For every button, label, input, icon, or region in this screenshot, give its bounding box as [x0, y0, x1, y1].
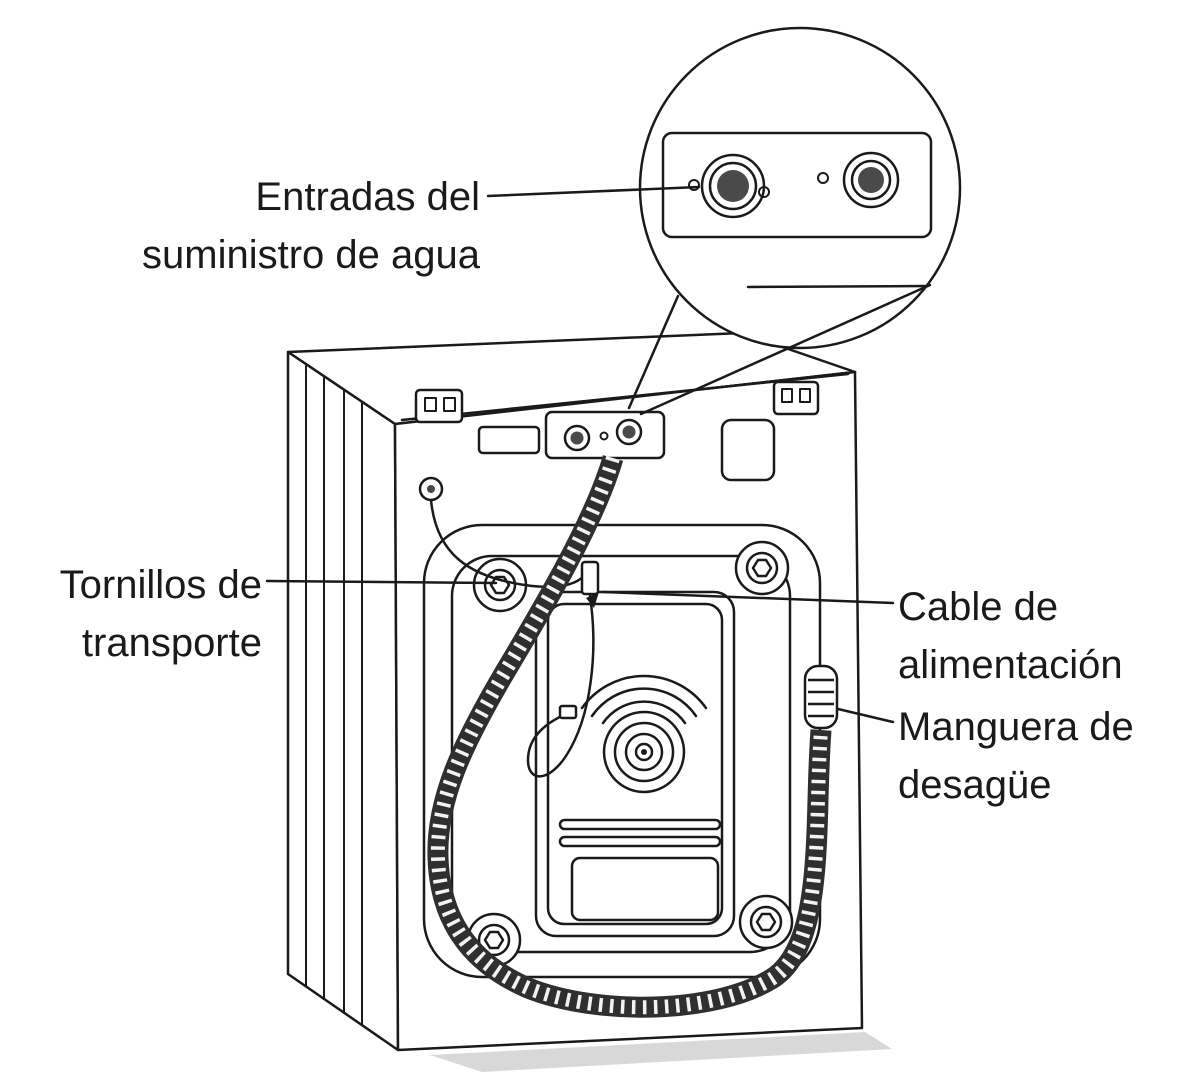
rating-plate	[720, 418, 776, 482]
door-slot-1	[558, 818, 722, 831]
top-edge-detail	[400, 372, 850, 422]
leader-transport-bolts	[265, 579, 498, 585]
label-power-cable-line1: Cable de	[898, 585, 1059, 629]
label-drain-hose: Manguera de desagüe	[898, 698, 1134, 814]
power-cable	[429, 498, 600, 778]
door-hatch	[570, 856, 720, 922]
door-slot-2	[558, 835, 722, 848]
leader-power-cable	[601, 590, 895, 605]
water-inlet-detail	[661, 131, 933, 239]
drum-hub	[602, 710, 686, 794]
cable-plug	[558, 704, 578, 720]
callout-line-left	[627, 294, 680, 410]
drain-hose	[427, 455, 839, 1018]
label-water-inlets-line2: suministro de agua	[142, 233, 480, 277]
floor-shadow	[430, 1032, 892, 1072]
label-drain-hose-line1: Manguera de	[898, 705, 1134, 749]
label-drain-hose-line2: desagüe	[898, 763, 1052, 807]
drain-hose-end	[803, 664, 839, 730]
cable-clip	[586, 592, 599, 608]
callout-line-right	[639, 283, 932, 416]
label-water-inlets: Entradas del suministro de agua	[142, 168, 480, 284]
side-grooves	[305, 365, 363, 1026]
transport-bolt-bottom-right	[738, 894, 794, 950]
cord-grommet	[418, 476, 444, 502]
label-power-cable: Cable de alimentación	[898, 578, 1123, 694]
shipping-bracket-right	[772, 380, 820, 416]
vent-slot	[477, 425, 541, 455]
label-water-inlets-line1: Entradas del	[255, 175, 480, 219]
label-transport-bolts-line1: Tornillos de	[59, 563, 262, 607]
label-transport-bolts-line2: transporte	[81, 621, 262, 665]
leader-lines	[265, 185, 895, 724]
wave-arcs	[580, 674, 708, 725]
magnifier-callout	[627, 26, 962, 416]
label-power-cable-line2: alimentación	[898, 643, 1123, 687]
leader-drain-hose	[836, 707, 895, 724]
water-inlet-panel	[544, 410, 666, 460]
label-transport-bolts: Tornillos de transporte	[60, 556, 262, 672]
access-door	[534, 590, 736, 938]
transport-bolt-top-right	[734, 540, 790, 596]
leader-water-inlets	[486, 185, 701, 198]
callout-base-line	[746, 284, 928, 289]
shipping-bracket-left	[414, 388, 464, 424]
